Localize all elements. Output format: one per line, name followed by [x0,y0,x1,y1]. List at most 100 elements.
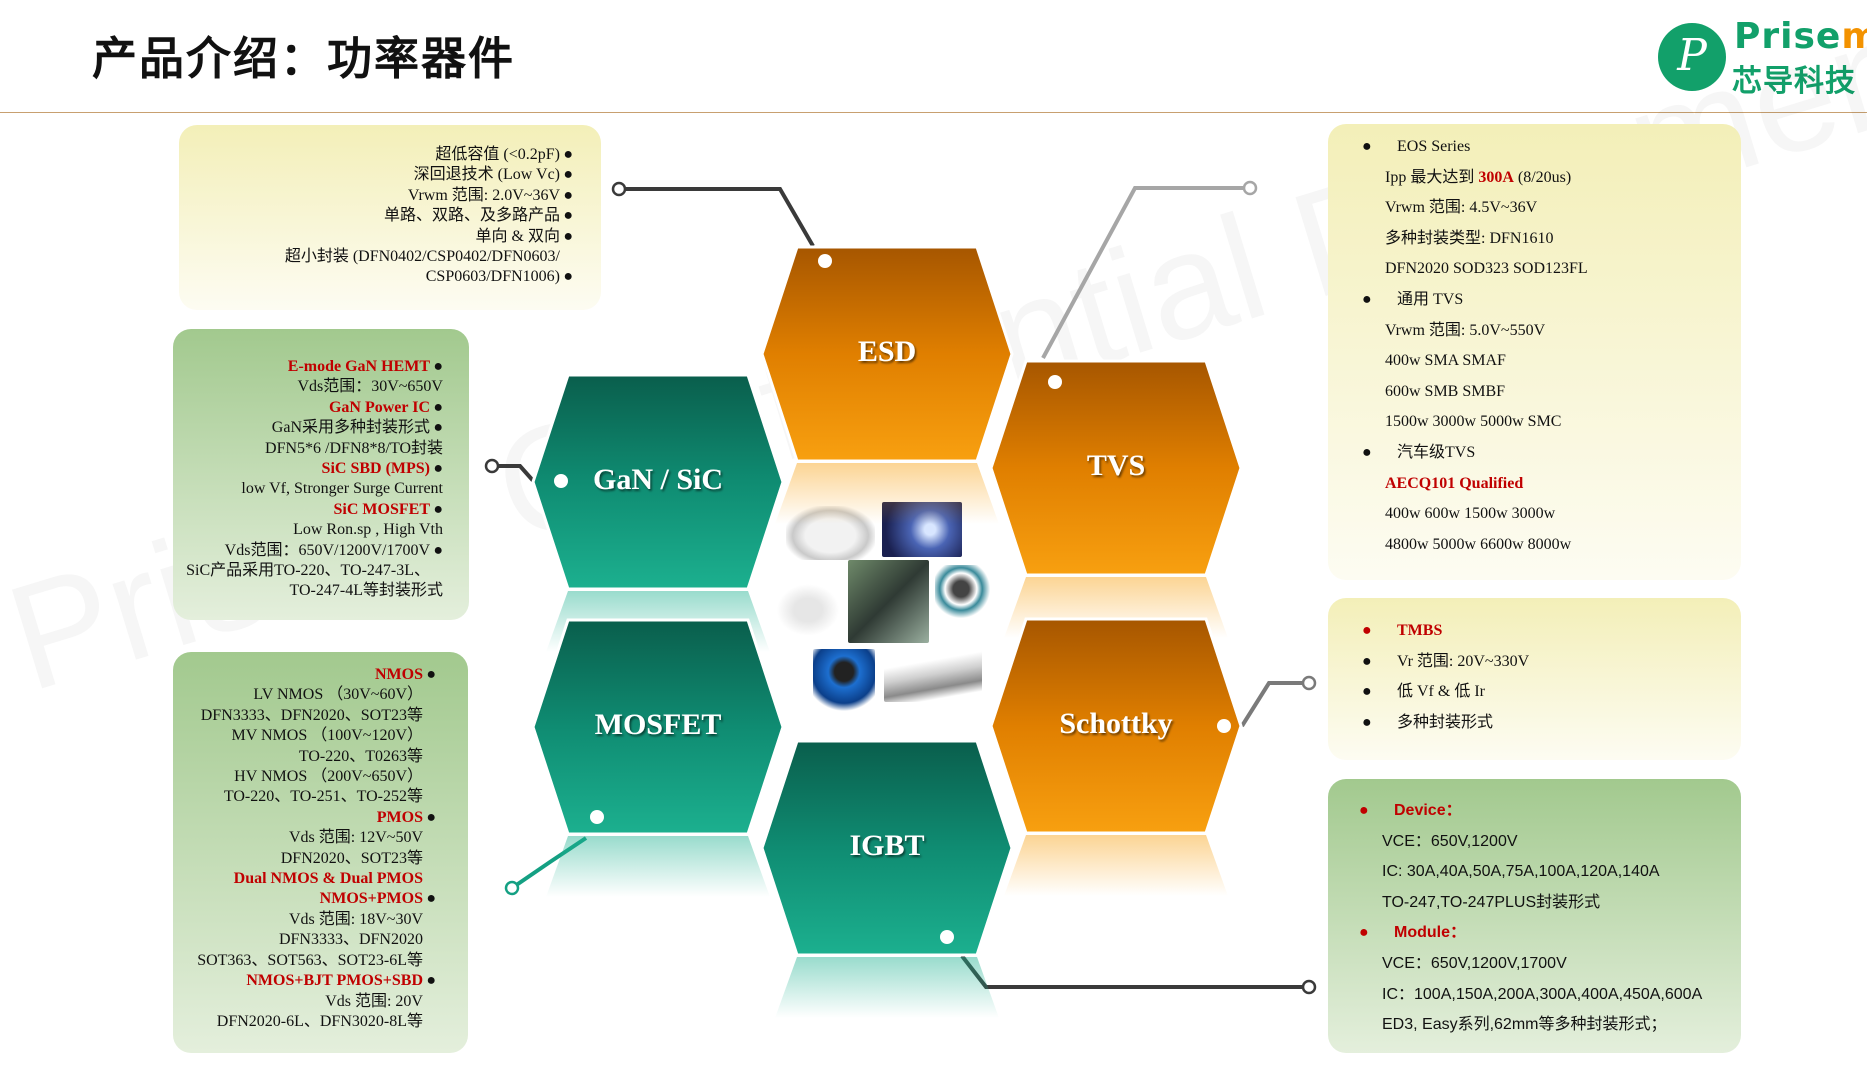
bluetooth-speaker-image [813,649,875,714]
feature-text: DFN2020 SOD323 SOD123FL [1385,260,1588,278]
feature-text: TO-220、T0263等 [298,747,423,765]
feature-text: VCE：650V,1200V,1700V [1382,954,1567,972]
feature-text: 1500w 3000w 5000w SMC [1385,413,1562,431]
bullet-icon: ● [1359,802,1369,819]
bullet-icon: ● [563,227,573,245]
bullet-icon: ● [1362,138,1372,155]
feature-text: Vrwm 范围: 2.0V~36V [407,186,560,204]
hex-tvs[interactable]: TVS [989,359,1243,638]
hex-mosfet-label: MOSFET [595,708,722,741]
feature-line: 4800w 5000w 6600w 8000w [1385,530,1741,561]
feature-text: 超低容值 (<0.2pF) [435,146,560,163]
feature-line: DFN5*6 /DFN8*8/TO封装 [183,439,443,459]
feature-line: ●Vr 范围: 20V~330V [1362,647,1741,678]
feature-text: HV NMOS （200V~650V） [234,768,423,786]
esd-features-box: 超低容值 (<0.2pF)●深回退技术 (Low Vc)●Vrwm 范围: 2.… [179,125,601,310]
feature-text: GaN Power IC [328,398,430,416]
feature-text: 400w SMA SMAF [1385,352,1506,370]
feature-line: ●汽车级TVS [1362,438,1741,469]
feature-line: IC: 30A,40A,50A,75A,100A,120A,140A [1382,857,1741,888]
hex-gan-sic-label: GaN / SiC [593,463,723,496]
hex-igbt[interactable]: IGBT [760,739,1014,1018]
esd-connector [611,181,815,248]
feature-text: IC：100A,150A,200A,300A,400A,450A,600A [1382,985,1703,1003]
feature-line: Vrwm 范围: 5.0V~550V [1385,316,1741,347]
bullet-icon: ● [563,207,573,225]
feature-line: TO-220、TO-251、TO-252等 [183,787,436,807]
feature-text: 400w 600w 1500w 3000w [1385,505,1556,523]
header-divider [0,112,1867,113]
bullet-icon: ● [1362,683,1372,701]
feature-line: 1500w 3000w 5000w SMC [1385,407,1741,438]
logo-chinese: 芯导科技 [1732,64,1856,99]
feature-line: TO-220、T0263等 [183,747,436,767]
feature-line: NMOS● [183,665,436,685]
bullet-icon: ● [426,666,436,683]
schottky-connector [1240,675,1317,728]
feature-text: SiC SBD (MPS) [321,460,430,478]
feature-text: SOT363、SOT563、SOT23-6L等 [197,951,423,969]
gan-connector [484,458,538,486]
feature-line: low Vf, Stronger Surge Current [183,479,443,499]
feature-line: ●Device： [1359,796,1741,827]
feature-line: GaN Power IC● [183,398,443,418]
feature-text: 600w SMB SMBF [1385,382,1506,400]
feature-text: TMBS [1397,622,1443,639]
feature-line: 400w 600w 1500w 3000w [1385,499,1741,530]
hex-esd[interactable]: ESD [760,245,1014,524]
feature-text: 多种封装类型: DFN1610 [1385,229,1554,247]
feature-line: 400w SMA SMAF [1385,346,1741,377]
feature-text: DFN2020、SOT23等 [280,849,423,867]
feature-highlight: 300A [1478,168,1514,186]
feature-line: 超低容值 (<0.2pF)● [199,145,573,165]
hex-gan-sic[interactable]: GaN / SiC [531,373,785,652]
bullet-icon: ● [433,541,443,559]
feature-line: CSP0603/DFN1006)● [199,267,573,287]
gan-sic-features-box: E-mode GaN HEMT●Vds范围：30V~650V GaN Power … [173,329,469,620]
page-title: 产品介绍：功率器件 [92,32,516,85]
company-logo: P Prisem 芯导科技 [1656,16,1867,99]
feature-line: DFN3333、DFN2020、SOT23等 [183,706,436,726]
feature-text: CSP0603/DFN1006) [425,268,560,286]
feature-text: 通用 TVS [1397,290,1464,308]
feature-line: VCE：650V,1200V,1700V [1382,949,1741,980]
feature-text: DFN3333、DFN2020、SOT23等 [200,706,423,724]
bullet-icon: ● [563,268,573,286]
feature-text: AECQ101 Qualified [1385,474,1524,492]
bullet-icon: ● [1362,290,1372,308]
feature-text: 超小封装 (DFN0402/CSP0402/DFN0603/ [284,248,560,266]
feature-text: Module： [1394,924,1466,942]
feature-text: SiC MOSFET [333,500,430,518]
bullet-icon: ● [1362,713,1372,731]
bullet-icon: ● [1359,924,1369,942]
hex-schottky[interactable]: Schottky [989,617,1243,896]
feature-line: Vds 范围: 20V [183,992,436,1012]
feature-line: IC：100A,150A,200A,300A,400A,450A,600A [1382,980,1741,1011]
feature-line: E-mode GaN HEMT● [183,357,443,377]
feature-text: TO-247-4L等封装形式 [289,582,443,600]
feature-text: TO-220、TO-251、TO-252等 [223,788,423,806]
feature-text: EOS Series [1397,138,1471,155]
feature-line: GaN采用多种封装形式● [183,418,443,438]
feature-line: 超小封装 (DFN0402/CSP0402/DFN0603/ [199,247,573,267]
bullet-icon: ● [563,146,573,163]
bullet-icon: ● [433,500,443,518]
feature-text: low Vf, Stronger Surge Current [241,480,443,498]
bullet-icon: ● [426,808,436,826]
feature-text: Vds 范围: 12V~50V [289,829,423,847]
feature-text: Low Ron.sp , High Vth [293,521,443,539]
hex-igbt-label: IGBT [849,829,924,862]
wearable-bands-image [935,565,1000,625]
feature-text: (8/20us) [1513,168,1572,186]
feature-text: NMOS [375,666,423,683]
feature-text: 多种封装形式 [1397,713,1494,731]
hex-schottky-label: Schottky [1059,707,1172,740]
feature-line: NMOS+PMOS● [183,889,436,909]
feature-text: Vds范围：30V~650V [297,378,443,396]
feature-line: DFN2020、SOT23等 [183,849,436,869]
hex-mosfet[interactable]: MOSFET [531,618,785,897]
feature-line: 深回退技术 (Low Vc)● [199,165,573,185]
